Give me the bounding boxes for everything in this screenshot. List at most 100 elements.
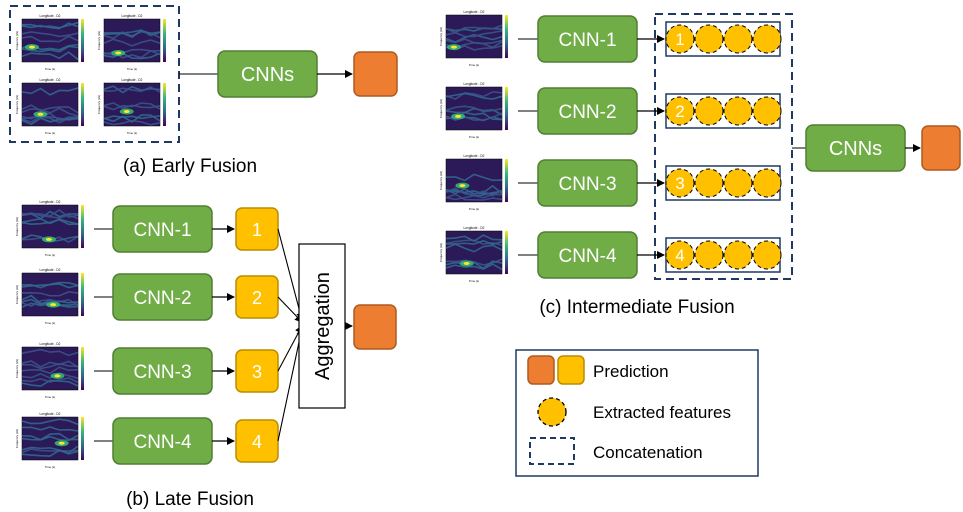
output-label: 1 — [252, 220, 262, 240]
spectrogram-streak — [21, 379, 79, 387]
colorbar — [163, 19, 166, 62]
spectrogram-title: Longitude - D2 — [464, 154, 485, 158]
spectrogram-streak — [21, 377, 79, 384]
spectrogram-streak — [21, 362, 79, 370]
legend: Prediction Extracted features Concatenat… — [515, 349, 759, 477]
spectrogram-streak — [445, 260, 503, 270]
spectrogram-streak — [21, 218, 79, 225]
spectrogram-streak — [21, 45, 79, 53]
spectrogram-ylabel: Frequency (Hz) — [97, 31, 101, 50]
output-label: 4 — [252, 432, 262, 452]
spectrogram-title: Longitude - D2 — [40, 268, 61, 272]
spectrogram-title: Longitude - D2 — [464, 10, 485, 14]
spectrogram-title: Longitude - D2 — [464, 82, 485, 86]
spectrogram-streak — [21, 283, 79, 289]
spectrogram-streak — [445, 258, 503, 266]
feature-id-label: 3 — [675, 174, 684, 193]
spectrogram-streak — [103, 102, 161, 111]
spectrogram-peak — [123, 110, 130, 114]
spectrogram-streak — [445, 92, 503, 100]
spectrogram-streak — [103, 102, 161, 109]
feature-circle — [665, 168, 695, 198]
spectrogram-title: Longitude - D2 — [122, 14, 143, 18]
spectrogram-streak — [21, 212, 79, 220]
legend-concat-box — [529, 437, 575, 465]
feature-circle — [752, 240, 782, 270]
aggregation-label: Aggregation — [312, 272, 334, 380]
spectrogram-ylabel: Frequency (Hz) — [15, 285, 19, 304]
spectrogram-streak — [103, 38, 161, 47]
merge-arrow — [277, 325, 303, 372]
feature-circle — [723, 240, 753, 270]
spectrogram-streak — [103, 114, 161, 124]
output-label: 3 — [252, 362, 262, 382]
spectrogram-ylabel: Frequency (Hz) — [15, 95, 19, 114]
colorbar — [505, 159, 508, 202]
colorbar — [163, 83, 166, 126]
legend-prediction-orange — [527, 355, 555, 385]
spectrogram-streak — [103, 86, 161, 93]
spectrogram-streak — [445, 187, 503, 197]
legend-feature-circle — [537, 397, 567, 427]
prediction-box — [353, 304, 397, 350]
spectrogram-streak — [21, 426, 79, 432]
spectrogram-streak — [21, 445, 79, 454]
spectrogram-streak — [103, 29, 161, 38]
spectrogram-streak — [103, 52, 161, 60]
legend-features-label: Extracted features — [593, 403, 731, 422]
spectrogram-streak — [21, 372, 79, 379]
spectrogram-title: Longitude - D2 — [40, 342, 61, 346]
feature-circle — [694, 96, 724, 126]
spectrogram-streak — [21, 21, 79, 29]
feature-circle — [723, 168, 753, 198]
spectrogram-ylabel: Frequency (Hz) — [97, 95, 101, 114]
spectrogram-streak — [21, 51, 79, 61]
cnn-label: CNN-2 — [133, 288, 191, 309]
caption-early: (a) Early Fusion — [123, 156, 257, 177]
spectrogram-peak — [37, 112, 44, 116]
colorbar — [505, 15, 508, 58]
spectrogram-xlabel: Time (s) — [45, 465, 55, 469]
feature-circle — [665, 240, 695, 270]
feature-circle — [752, 24, 782, 54]
spectrogram-streak — [21, 360, 79, 368]
spectrogram-peak — [54, 374, 61, 378]
spectrogram-streak — [445, 239, 503, 246]
spectrogram-title: Longitude - D2 — [40, 14, 61, 18]
spectrogram-streak — [21, 116, 79, 124]
spectrogram-title: Longitude - D2 — [464, 226, 485, 230]
feature-row: 1 — [665, 21, 782, 57]
feature-id-label: 4 — [675, 246, 684, 265]
spectrogram-peak — [28, 45, 35, 49]
spectrogram-streak — [21, 298, 79, 307]
spectrogram-title: Longitude - D2 — [40, 78, 61, 82]
merge-arrow — [277, 296, 303, 323]
feature-row: 3 — [665, 165, 782, 201]
spectrogram-streak — [445, 38, 503, 45]
spectrogram-xlabel: Time (s) — [45, 253, 55, 257]
feature-circle — [694, 24, 724, 54]
merge-arrow — [277, 327, 305, 442]
spectrogram-ylabel: Frequency (Hz) — [15, 359, 19, 378]
spectrogram-title: Longitude - D2 — [122, 78, 143, 82]
spectrogram-thumbnail: Longitude - D2 Frequency (Hz) Time (s) — [14, 266, 94, 326]
spectrogram-streak — [21, 87, 79, 96]
spectrogram-xlabel: Time (s) — [45, 321, 55, 325]
spectrogram-grid: Longitude - D2 Frequency (Hz) Time (s) Lon… — [14, 12, 176, 136]
spectrogram-streak — [445, 234, 503, 243]
spectrogram-xlabel: Time (s) — [127, 67, 137, 71]
feature-id-label: 1 — [675, 30, 684, 49]
spectrogram-streak — [445, 91, 503, 100]
feature-circle — [665, 24, 695, 54]
feature-id-label: 2 — [675, 102, 684, 121]
prediction-box — [353, 51, 398, 97]
spectrogram-peak — [50, 303, 57, 307]
